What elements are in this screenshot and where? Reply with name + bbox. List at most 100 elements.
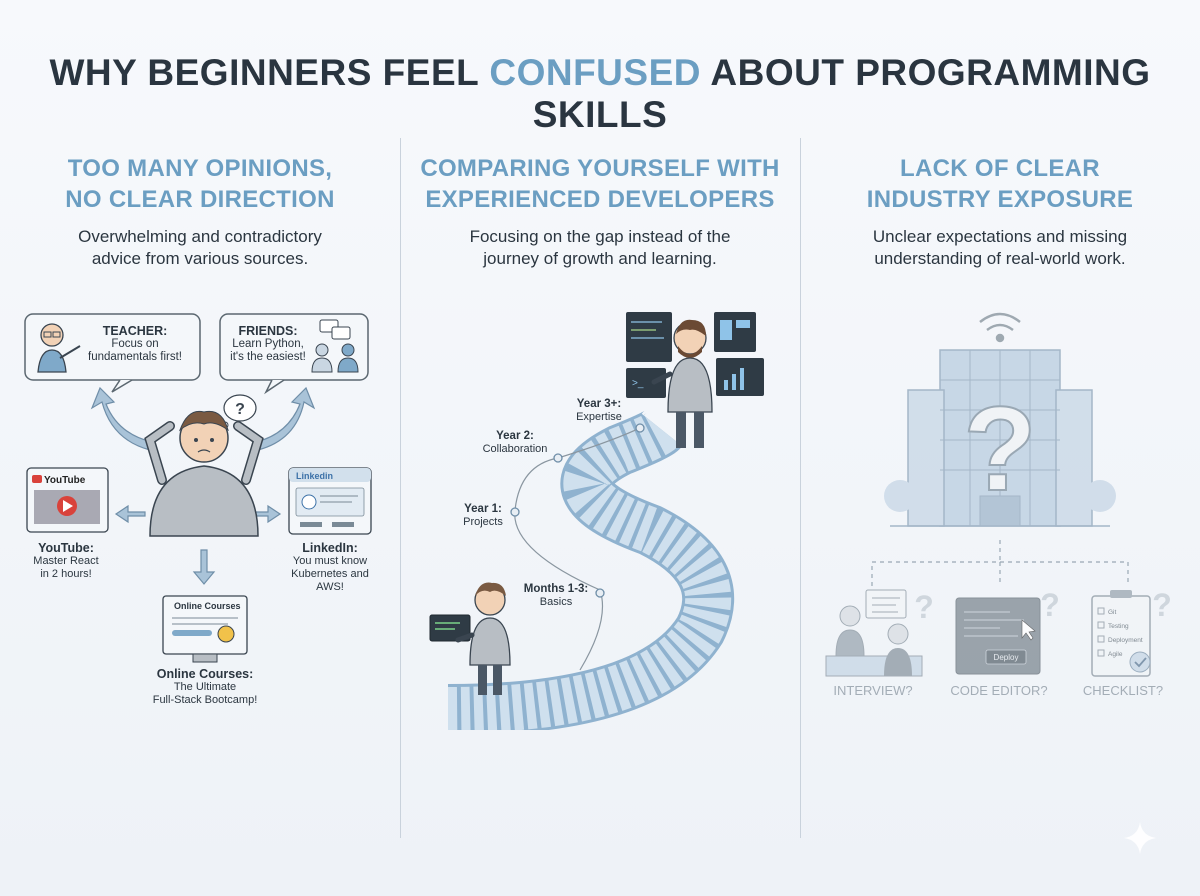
column-divider-left: [400, 138, 401, 838]
column-2-subtitle-line2: journey of growth and learning.: [483, 249, 717, 268]
checklist-item-2: Testing: [1108, 623, 1129, 630]
milestone-1-desc: Basics: [539, 596, 573, 608]
confused-beginner-icon: [144, 410, 264, 537]
column-2-title: COMPARING YOURSELF WITH EXPERIENCED DEVE…: [400, 153, 800, 215]
office-building-icon: [884, 349, 1116, 527]
youtube-advice-line2: in 2 hours!: [40, 568, 92, 580]
svg-text:?: ?: [1152, 587, 1172, 623]
milestone-1-title: Months 1-3:: [523, 583, 589, 595]
column-1-title-line1: TOO MANY OPINIONS,: [67, 155, 333, 182]
milestone-year-1: Year 1: Projects: [448, 503, 518, 529]
teacher-speech-bubble: [24, 313, 201, 393]
column-1-subtitle-line1: Overwhelming and contradictory: [78, 227, 322, 246]
milestone-2-title: Year 1:: [464, 503, 502, 515]
milestone-3-title: Year 2:: [496, 430, 534, 442]
teacher-label: TEACHER: Focus on fundamentals first!: [80, 325, 190, 364]
milestone-3-desc: Collaboration: [482, 443, 548, 455]
column-1-subtitle: Overwhelming and contradictory advice fr…: [0, 226, 400, 270]
title-part2: ABOUT PROGRAMMING SKILLS: [532, 52, 1151, 135]
title-part1: WHY BEGINNERS FEEL: [49, 52, 490, 93]
linkedin-advice-line1: You must know: [292, 555, 368, 567]
online-courses-line2: Full-Stack Bootcamp!: [152, 694, 258, 706]
sparkle-icon: [1124, 822, 1156, 854]
beginner-developer-icon: [429, 582, 511, 695]
friends-icon: [311, 319, 359, 373]
linkedin-label: LinkedIn: You must know Kubernetes and A…: [282, 542, 378, 594]
interview-label: INTERVIEW?: [833, 683, 913, 698]
milestone-year-3-plus: Year 3+: Expertise: [564, 398, 634, 424]
youtube-label: YouTube: Master React in 2 hours!: [16, 542, 116, 581]
online-courses-name: Online Courses:: [156, 667, 254, 681]
milestone-dot-3: [553, 453, 563, 463]
youtube-name: YouTube:: [38, 541, 94, 555]
interview-icon: ?: [825, 589, 934, 677]
linkedin-logo: Linkedin: [296, 471, 333, 481]
column-2-subtitle-line1: Focusing on the gap instead of the: [469, 227, 731, 246]
deploy-button-label: Deploy: [994, 653, 1019, 662]
online-courses-screen-title: Online Courses: [174, 601, 241, 611]
checklist-icon: Git Testing Deployment Agile ?: [1091, 587, 1172, 677]
milestone-2-desc: Projects: [463, 516, 503, 528]
growth-path-illustration: >_: [429, 312, 764, 730]
code-editor-label: CODE EDITOR?: [950, 683, 1048, 698]
online-courses-label: Online Courses: The Ultimate Full-Stack …: [130, 668, 280, 707]
linkedin-advice-line3: AWS!: [316, 581, 344, 593]
column-3-title: LACK OF CLEAR INDUSTRY EXPOSURE: [800, 153, 1200, 215]
milestone-dot-1: [595, 588, 605, 598]
code-editor-icon: Deploy ?: [955, 587, 1060, 675]
column-divider-right: [800, 138, 801, 838]
title-accent: CONFUSED: [489, 52, 701, 93]
page-title: WHY BEGINNERS FEEL CONFUSED ABOUT PROGRA…: [0, 52, 1200, 136]
industry-illustration: ? ? Deploy: [825, 312, 1172, 677]
friends-advice-line1: Learn Python,: [232, 338, 304, 350]
column-1-title-line2: NO CLEAR DIRECTION: [65, 186, 335, 213]
linkedin-name: LinkedIn:: [302, 541, 358, 555]
linkedin-advice-line2: Kubernetes and: [291, 568, 369, 580]
linkedin-window: Linkedin: [288, 467, 372, 535]
connector-lines: [871, 540, 1129, 586]
play-icon: [63, 500, 73, 512]
cursor-icon: [1021, 619, 1036, 641]
youtube-window: YouTube: [26, 467, 109, 533]
milestone-dot-2: [510, 507, 520, 517]
youtube-logo: YouTube: [44, 475, 86, 486]
opinions-illustration: ? YouTube Linkedin: [24, 313, 372, 663]
column-3-subtitle-line1: Unclear expectations and missing: [872, 227, 1128, 246]
teacher-name: TEACHER:: [102, 324, 168, 338]
wifi-icon: [979, 312, 1021, 343]
teacher-advice-line1: Focus on: [111, 338, 159, 350]
checklist-label: CHECKLIST?: [1082, 683, 1164, 698]
checklist-item-1: Git: [1108, 609, 1117, 616]
teacher-icon: [37, 323, 81, 373]
column-3-title-line1: LACK OF CLEAR: [900, 155, 1100, 182]
svg-text:?: ?: [914, 589, 934, 625]
milestone-4-desc: Expertise: [576, 411, 622, 423]
experienced-developer-icon: >_: [626, 312, 764, 448]
svg-text:>_: >_: [632, 378, 644, 389]
online-courses-line1: The Ultimate: [173, 681, 237, 693]
column-3-title-line2: INDUSTRY EXPOSURE: [866, 186, 1134, 213]
column-3-subtitle-line2: understanding of real-world work.: [874, 249, 1126, 268]
building-question-mark: ?: [963, 382, 1036, 516]
advice-arrows: [90, 386, 316, 585]
column-1-subtitle-line2: advice from various sources.: [91, 249, 309, 268]
column-2-title-line1: COMPARING YOURSELF WITH: [420, 155, 780, 182]
checklist-item-3: Deployment: [1108, 637, 1143, 644]
thought-bubble-mark: ?: [235, 401, 245, 418]
online-courses-monitor: Online Courses: [162, 595, 248, 663]
friends-label: FRIENDS: Learn Python, it's the easiest!: [220, 325, 316, 364]
svg-text:?: ?: [1040, 587, 1060, 623]
column-2-subtitle: Focusing on the gap instead of the journ…: [400, 226, 800, 270]
milestone-dot-4: [635, 423, 645, 433]
milestone-months-1-3: Months 1-3: Basics: [516, 583, 596, 609]
checklist-item-4: Agile: [1108, 651, 1123, 658]
friends-advice-line2: it's the easiest!: [230, 351, 306, 363]
column-1-title: TOO MANY OPINIONS, NO CLEAR DIRECTION: [0, 153, 400, 215]
column-3-subtitle: Unclear expectations and missing underst…: [800, 226, 1200, 270]
friends-speech-bubble: [219, 313, 369, 395]
milestone-4-title: Year 3+:: [576, 398, 622, 410]
teacher-advice-line2: fundamentals first!: [88, 351, 182, 363]
milestone-year-2: Year 2: Collaboration: [474, 430, 556, 456]
friends-name: FRIENDS:: [238, 324, 298, 338]
youtube-advice-line1: Master React: [33, 555, 99, 567]
